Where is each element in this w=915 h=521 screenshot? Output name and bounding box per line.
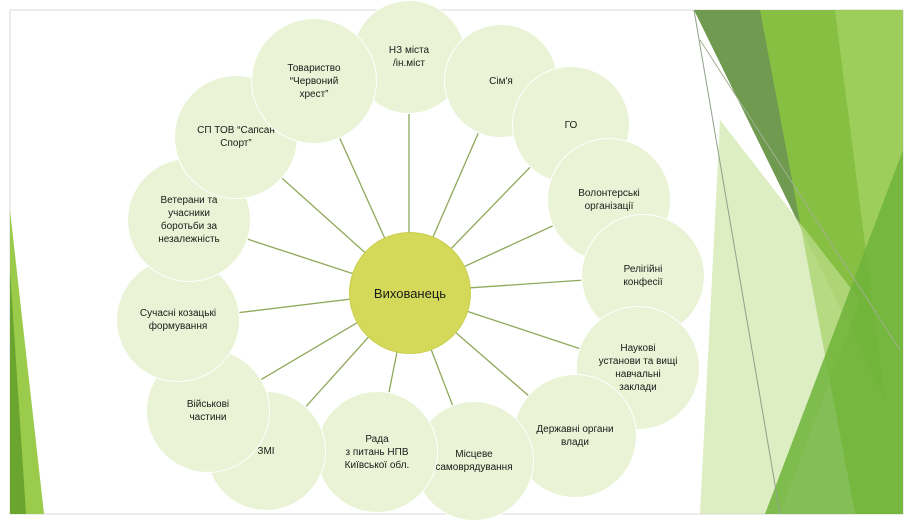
node-label-family: Сім'я [489, 75, 513, 87]
node-label-state: Державні органи влади [536, 424, 614, 448]
node-rada: Рада з питань НПВ Київської обл. [316, 391, 438, 513]
right-diagonal-line-2 [699, 39, 901, 351]
left-dark-green-shape [10, 270, 26, 514]
node-label-sapsan: СП ТОВ “Сапсан Спорт” [197, 125, 275, 149]
node-label-media: ЗМІ [257, 445, 275, 457]
right-bottom-green-shape [765, 150, 903, 514]
node-label-volunteers: Волонтерські організації [578, 188, 640, 212]
node-label-cossack: Сучасні козацькі формування [139, 308, 217, 332]
right-diagonal-line [693, 9, 781, 515]
node-label-science: Наукові установи та вищі навчальні закла… [598, 343, 678, 393]
node-label-military: Військові частини [186, 399, 230, 423]
node-state: Державні органи влади [513, 374, 637, 498]
center-label: Вихованець [373, 285, 447, 301]
node-label-religion: Релігійні конфесії [623, 264, 663, 288]
node-label-local: Місцеве самоврядування [435, 449, 513, 473]
node-label-go: ГО [564, 119, 578, 131]
node-label-veterans: Ветерани та учасники боротьби за незалеж… [158, 195, 220, 245]
node-label-rada: Рада з питань НПВ Київської обл. [344, 433, 410, 471]
center-node: Вихованець [349, 232, 471, 354]
node-label-nz: НЗ міста /ін.міст [388, 45, 430, 69]
right-pale-green-shape [700, 120, 860, 514]
node-redcross: Товариство “Червоний хрест” [251, 18, 377, 144]
node-sapsan: СП ТОВ “Сапсан Спорт” [174, 75, 298, 199]
node-label-redcross: Товариство “Червоний хрест” [287, 62, 341, 100]
